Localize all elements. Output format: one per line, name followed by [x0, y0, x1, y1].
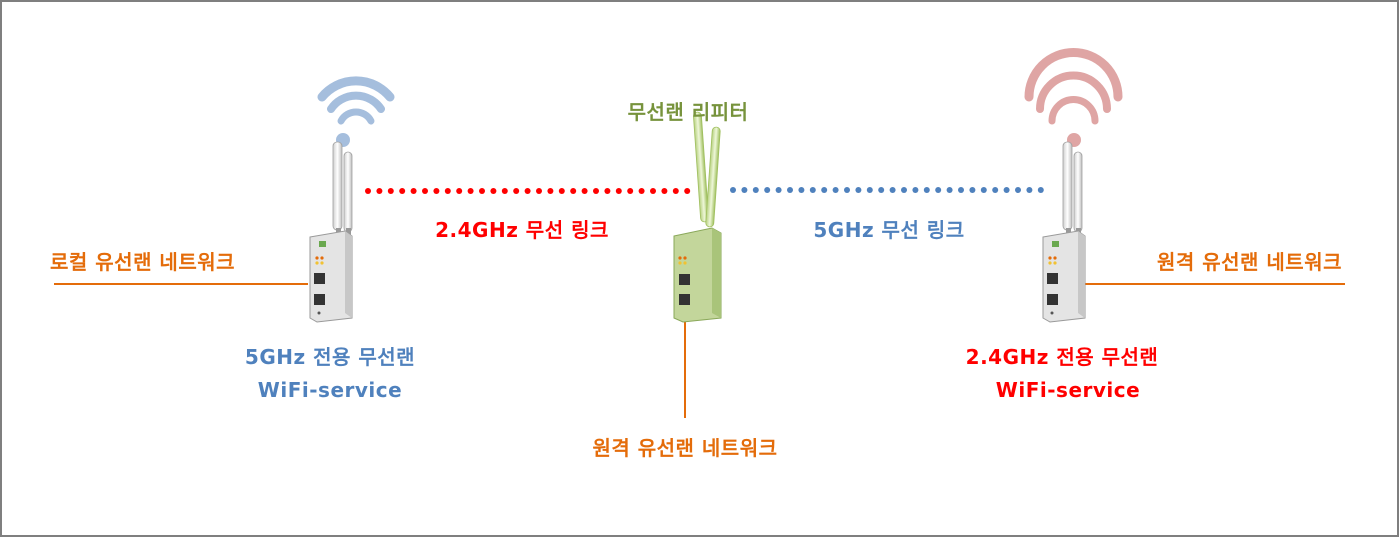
repeater-label: 무선랜 리피터 — [627, 100, 749, 124]
right-ap-device — [1042, 141, 1086, 323]
link-dot — [821, 187, 828, 193]
right-wired-label: 원격 유선랜 네트워크 — [1156, 250, 1342, 274]
link-dot — [1003, 187, 1010, 193]
link-dot — [365, 188, 371, 194]
link-dots-right — [730, 187, 1044, 193]
link-dot — [570, 188, 577, 194]
left-wifi-icon — [317, 76, 395, 147]
link-dot — [775, 187, 782, 193]
link-dot — [422, 188, 428, 194]
right-link-label: 5GHz 무선 링크 — [813, 218, 965, 242]
link-dot — [501, 188, 508, 194]
link-dot — [456, 188, 463, 194]
link-dot — [958, 187, 964, 193]
link-dot — [615, 188, 622, 194]
link-dot — [593, 188, 599, 194]
left-service-label: WiFi-service — [257, 378, 403, 402]
link-dot — [946, 187, 953, 193]
link-dot — [410, 188, 417, 194]
link-dot — [524, 188, 531, 194]
link-dot — [798, 187, 805, 193]
link-dot — [581, 188, 588, 194]
link-dot — [889, 187, 896, 193]
link-dot — [479, 188, 485, 194]
link-dot — [490, 188, 497, 194]
link-dot — [901, 187, 907, 193]
link-dot — [444, 188, 451, 194]
link-dot — [433, 188, 440, 194]
link-dot — [1015, 187, 1021, 193]
link-dot — [661, 188, 668, 194]
link-dot — [627, 188, 634, 194]
right-service-label: WiFi-service — [995, 378, 1141, 402]
link-dot — [638, 188, 645, 194]
link-dot — [980, 187, 987, 193]
link-dot — [832, 187, 839, 193]
left-device-label: 5GHz 전용 무선랜 — [244, 345, 416, 369]
link-dots-left — [365, 188, 691, 194]
link-dot — [1037, 187, 1044, 193]
center-wired-label: 원격 유선랜 네트워크 — [592, 436, 778, 460]
link-dot — [866, 187, 873, 193]
link-dot — [513, 188, 520, 194]
link-dot — [376, 188, 383, 194]
link-dot — [741, 187, 748, 193]
link-dot — [399, 188, 406, 194]
left-link-label: 2.4GHz 무선 링크 — [435, 218, 609, 242]
link-dot — [1026, 187, 1033, 193]
link-dot — [935, 187, 942, 193]
repeater-device — [673, 111, 722, 323]
link-dot — [650, 188, 656, 194]
link-dot — [730, 187, 736, 193]
left-wired-label: 로컬 유선랜 네트워크 — [50, 250, 236, 274]
link-dot — [787, 187, 793, 193]
right-device-label: 2.4GHz 전용 무선랜 — [965, 345, 1159, 369]
link-dot — [467, 188, 474, 194]
link-dot — [684, 188, 691, 194]
link-dot — [536, 188, 542, 194]
link-dot — [923, 187, 930, 193]
link-dot — [844, 187, 850, 193]
link-dot — [809, 187, 816, 193]
right-wifi-icon — [1024, 48, 1123, 147]
link-dot — [604, 188, 611, 194]
link-dot — [855, 187, 862, 193]
link-dot — [992, 187, 999, 193]
link-dot — [558, 188, 565, 194]
link-dot — [764, 187, 771, 193]
link-dot — [672, 188, 679, 194]
link-dot — [547, 188, 554, 194]
link-dot — [752, 187, 759, 193]
left-ap-device — [309, 141, 353, 323]
link-dot — [912, 187, 919, 193]
link-dot — [878, 187, 885, 193]
link-dot — [387, 188, 394, 194]
link-dot — [969, 187, 976, 193]
